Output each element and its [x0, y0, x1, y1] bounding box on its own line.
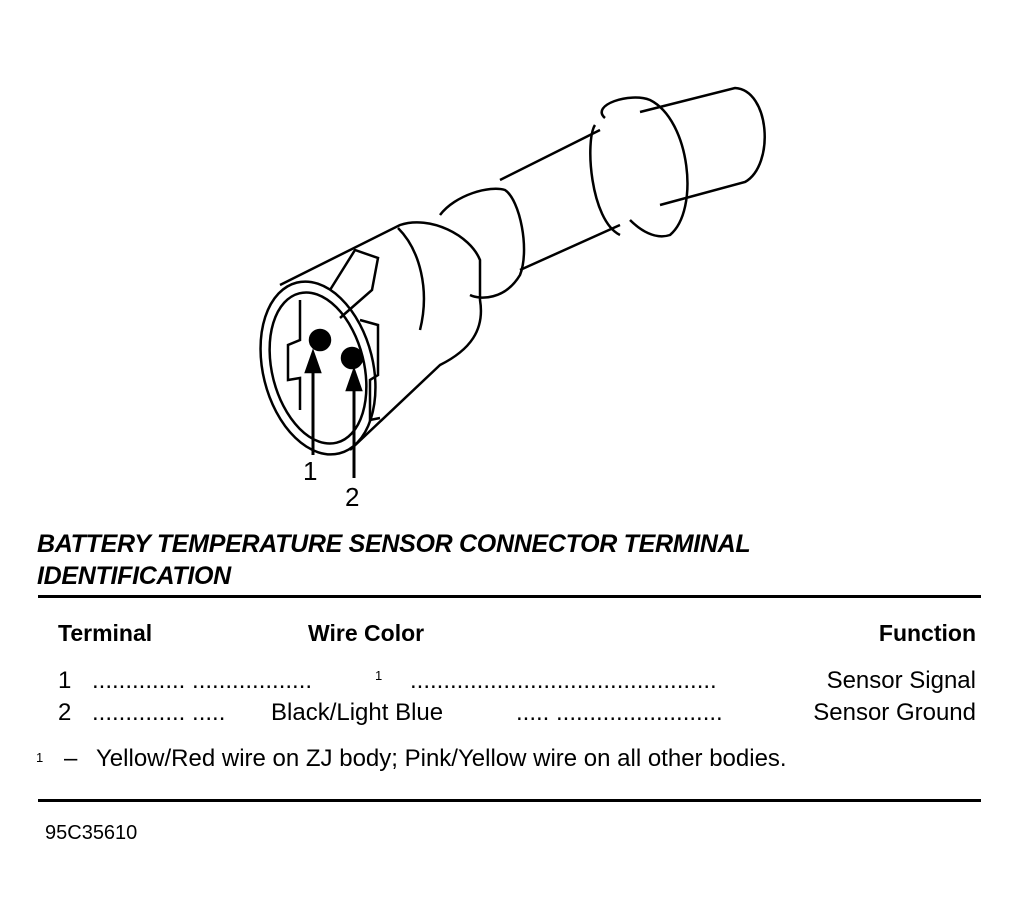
footnote-mark: 1: [36, 750, 44, 765]
pin-label-1: 1: [303, 456, 318, 486]
row-leader: .............. ..................: [92, 667, 313, 694]
connector-body: [279, 221, 483, 451]
sensor-end-cap: [639, 86, 766, 207]
row-wire-color-footnote: 1: [375, 668, 383, 683]
connector-face: [259, 280, 377, 456]
row-terminal: 1: [58, 667, 72, 694]
row-terminal: 2: [58, 699, 72, 726]
header-wire-color: Wire Color: [308, 620, 425, 646]
row-leader: ..... .........................: [516, 699, 723, 726]
bottom-rule: [38, 799, 981, 802]
top-rule: [38, 595, 981, 598]
title-line-2: IDENTIFICATION: [37, 562, 231, 590]
footnote-dash: –: [64, 745, 78, 772]
sensor-flange: [600, 96, 689, 238]
terminal-2-pin: [340, 346, 364, 370]
title-line-1: BATTERY TEMPERATURE SENSOR CONNECTOR TER…: [37, 530, 751, 558]
terminal-1-pin: [308, 328, 332, 352]
footnote-text: Yellow/Red wire on ZJ body; Pink/Yellow …: [96, 745, 787, 772]
row-leader: ........................................…: [410, 667, 717, 694]
header-terminal: Terminal: [58, 620, 153, 646]
pin-label-2: 2: [345, 482, 360, 512]
row-function: Sensor Signal: [826, 667, 976, 694]
connector-latch: [328, 248, 380, 319]
row-leader: .............. .....: [92, 699, 226, 726]
connector-illustration: [259, 86, 766, 478]
sensor-tube: [499, 128, 621, 272]
figure-code: 95C35610: [45, 822, 138, 844]
header-function: Function: [878, 620, 976, 646]
row-wire-color: Black/Light Blue: [271, 699, 444, 726]
row-function: Sensor Ground: [813, 699, 976, 726]
